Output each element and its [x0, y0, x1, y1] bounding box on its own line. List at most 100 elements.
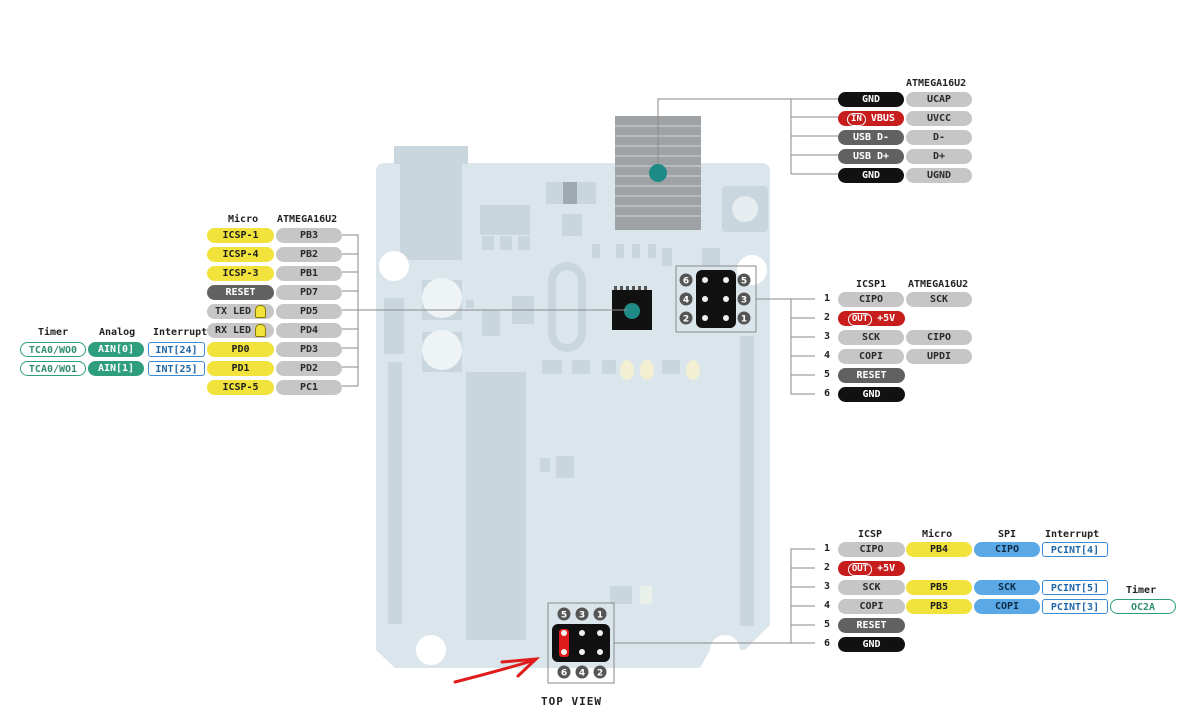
svg-text:6: 6	[683, 277, 689, 287]
svg-text:2: 2	[597, 669, 603, 679]
icsp1-num-5: 6	[824, 388, 831, 399]
icsp-micro-0-text: PB4	[929, 544, 949, 555]
icsp1-icsp-0: CIPO	[838, 292, 904, 307]
left-micro-2: ICSP-3	[207, 266, 274, 281]
icsp1-icsp-5: GND	[838, 387, 905, 402]
icsp-timer-3-text: OC2A	[1130, 602, 1156, 613]
left-timer-6: TCA0/WO0	[20, 342, 86, 357]
icsp1-pin-label: 4	[679, 292, 693, 306]
left-interrupt-7-text: INT[25]	[155, 364, 198, 375]
svg-text:6: 6	[561, 669, 567, 679]
icsp-spi-2: SCK	[974, 580, 1040, 595]
usb-mcu-4: UGND	[906, 168, 972, 183]
usb-pin-0: GND	[838, 92, 904, 107]
icsp1-icsp-3-text: COPI	[858, 351, 884, 362]
icsp-icsp-3: COPI	[838, 599, 905, 614]
left-micro-2-text: ICSP-3	[222, 268, 259, 279]
header-pin	[723, 277, 729, 283]
svg-text:1: 1	[597, 611, 603, 621]
left-micro-6-text: PD0	[231, 344, 250, 355]
icsp-num-1: 2	[824, 562, 831, 573]
usb-mcu-2: D-	[906, 130, 972, 145]
icsp-spi-2-text: SCK	[997, 582, 1017, 593]
left-micro-5-text: RX LED	[214, 325, 252, 336]
annotation-arrow	[453, 657, 541, 684]
left-micro-3: RESET	[207, 285, 274, 300]
caption: TOP VIEW	[541, 695, 602, 708]
icsp-interrupt-0-text: PCINT[4]	[1050, 545, 1100, 556]
icsp1-mcu-3-text: UPDI	[926, 351, 952, 362]
icsp-bracket	[790, 548, 815, 644]
left-mcu-1: PB2	[276, 247, 342, 262]
left-analog-7: AIN[1]	[88, 361, 144, 376]
icsp-num-5: 6	[824, 638, 831, 649]
header-pin	[723, 296, 729, 302]
header-pin	[723, 315, 729, 321]
svg-text:3: 3	[579, 611, 585, 621]
right-header-strip	[740, 336, 754, 626]
usb-pin-2: USB D-	[838, 130, 904, 145]
icsp-header-spi: SPI	[998, 529, 1017, 540]
usb-mcu-3-text: D+	[932, 151, 946, 162]
left-micro-0: ICSP-1	[207, 228, 274, 243]
left-micro-6: PD0	[207, 342, 274, 357]
left-micro-1-text: ICSP-4	[222, 249, 259, 260]
icsp-pin-label: 2	[593, 665, 607, 679]
left-micro-7: PD1	[207, 361, 274, 376]
icsp1-icsp-2: SCK	[838, 330, 904, 345]
highlight-pins	[557, 627, 571, 659]
left-mcu-8-text: PC1	[299, 382, 319, 393]
barrel-jack	[394, 146, 468, 164]
usb-pin-3-text: USB D+	[852, 151, 890, 162]
left-mcu-5-text: PD4	[299, 325, 319, 336]
svg-text:3: 3	[741, 296, 747, 306]
usb-mcu-3: D+	[906, 149, 972, 164]
icsp-icsp-4-text: RESET	[856, 620, 887, 631]
led-bulb-icon	[255, 323, 267, 337]
icsp1-icsp-1: OUT+5V	[838, 311, 905, 326]
header-pin	[561, 649, 567, 655]
left-micro-1: ICSP-4	[207, 247, 274, 262]
left-mcu-3: PD7	[276, 285, 342, 300]
icsp-spi-0-text: CIPO	[994, 544, 1020, 555]
left-header-micro: Micro	[228, 214, 259, 225]
icsp-icsp-2: SCK	[838, 580, 905, 595]
badge-out: OUT	[847, 563, 873, 576]
icsp-spi-3: COPI	[974, 599, 1040, 614]
icsp-icsp-5: GND	[838, 637, 905, 652]
mounting-hole	[416, 635, 446, 665]
left-timer-7: TCA0/WO1	[20, 361, 86, 376]
left-mcu-2: PB1	[276, 266, 342, 281]
icsp-pin-label: 1	[593, 607, 607, 621]
icsp-micro-2: PB5	[906, 580, 972, 595]
icsp-icsp-1: OUT+5V	[838, 561, 905, 576]
icsp1-icsp-2-text: SCK	[861, 332, 881, 343]
left-analog-6-text: AIN[0]	[97, 344, 135, 355]
left-micro-5: RX LED	[207, 323, 274, 338]
usb-marker-dot	[649, 164, 667, 182]
left-header-timer: Timer	[38, 327, 69, 338]
icsp-pin-label: 6	[557, 665, 571, 679]
icsp-num-0: 1	[824, 543, 831, 554]
icsp1-mcu-3: UPDI	[906, 349, 972, 364]
icsp-icsp-5-text: GND	[862, 639, 881, 650]
usb-mcu-0-text: UCAP	[926, 94, 952, 105]
icsp-num-4: 5	[824, 619, 831, 630]
icsp1-num-2: 3	[824, 331, 831, 342]
icsp1-mcu-2-text: CIPO	[926, 332, 952, 343]
icsp1-icsp-5-text: GND	[862, 389, 881, 400]
left-interrupt-6-text: INT[24]	[155, 345, 198, 356]
icsp-header-icsp: ICSP	[858, 529, 883, 540]
left-mcu-6-text: PD3	[299, 344, 319, 355]
icsp-interrupt-3: PCINT[3]	[1042, 599, 1108, 614]
svg-text:5: 5	[741, 277, 747, 287]
badge-out: OUT	[847, 313, 873, 326]
left-micro-3-text: RESET	[225, 287, 256, 298]
icsp1-num-3: 4	[824, 350, 831, 361]
icsp-micro-3: PB3	[906, 599, 972, 614]
icsp1-icsp-0-text: CIPO	[858, 294, 884, 305]
header-pin	[579, 649, 585, 655]
left-micro-8: ICSP-5	[207, 380, 274, 395]
usb-mcu-1: UVCC	[906, 111, 972, 126]
